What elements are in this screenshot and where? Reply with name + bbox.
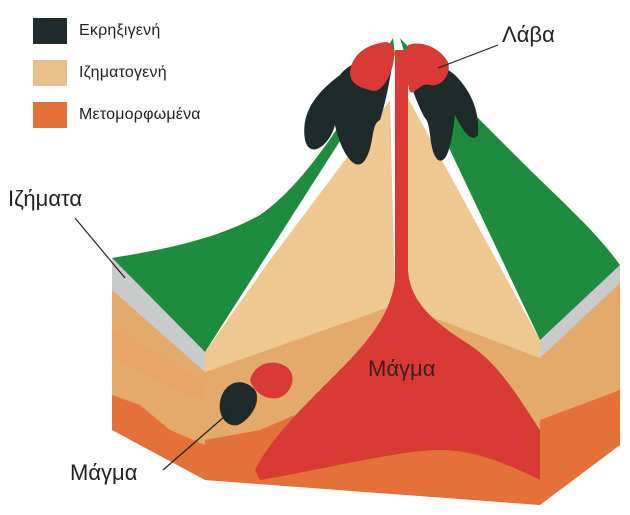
label-sediments: Ιζήματα — [8, 186, 82, 212]
label-magma-bottom: Μάγμα — [70, 460, 137, 486]
legend-label-sedimentary: Ιζηματογενή — [79, 64, 167, 82]
label-lava: Λάβα — [502, 22, 555, 48]
legend-swatch-metamorphic — [33, 102, 67, 128]
legend-swatch-igneous — [33, 18, 67, 44]
legend: Εκρηξιγενή Ιζηματογενή Μετομορφωμένα — [33, 10, 201, 136]
legend-swatch-sedimentary — [33, 60, 67, 86]
leader-lava — [438, 45, 498, 68]
legend-item-sedimentary: Ιζηματογενή — [33, 52, 201, 94]
legend-label-igneous: Εκρηξιγενή — [79, 22, 160, 40]
label-magma-center: Μάγμα — [368, 356, 435, 382]
leader-sediments — [75, 218, 125, 278]
legend-item-metamorphic: Μετομορφωμένα — [33, 94, 201, 136]
legend-label-metamorphic: Μετομορφωμένα — [79, 106, 201, 124]
legend-item-igneous: Εκρηξιγενή — [33, 10, 201, 52]
